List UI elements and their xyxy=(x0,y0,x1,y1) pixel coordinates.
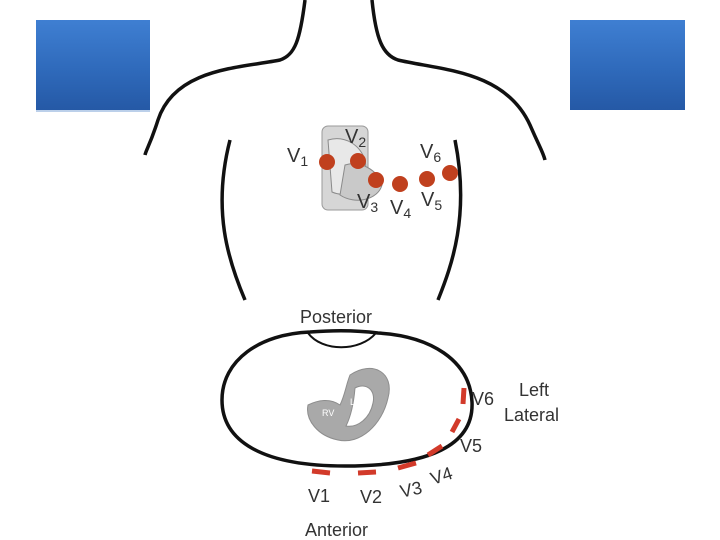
electrode-dash-v3 xyxy=(397,460,417,471)
torso-left-arm-line xyxy=(220,139,247,301)
cross-lead-label-v1: V1 xyxy=(308,486,330,506)
chest-cross-section-outline xyxy=(220,328,474,468)
torso-neck-shoulders-outline xyxy=(143,0,307,156)
cross-lead-label-v2: V2 xyxy=(360,487,382,507)
electrode-dot-v5 xyxy=(419,171,435,187)
electrode-dash-v4 xyxy=(426,443,444,458)
spine-notch xyxy=(307,332,377,349)
cross-lead-label-v3: V3 xyxy=(398,478,424,502)
heart-cross-section xyxy=(307,368,390,442)
cross-lead-label-v4: V4 xyxy=(428,463,455,489)
left-lateral-label-line2: Lateral xyxy=(504,405,559,425)
blue-title-box-left xyxy=(36,20,150,112)
electrode-dot-v2 xyxy=(350,153,366,169)
electrode-dash-v6 xyxy=(460,387,467,405)
electrode-dot-v4 xyxy=(392,176,408,192)
electrode-dash-v2 xyxy=(357,469,377,476)
lv-label: LV xyxy=(350,397,360,407)
electrode-dash-v5 xyxy=(449,417,462,434)
cross-lead-label-v5: V5 xyxy=(460,436,482,456)
cross-lead-label-v6: V6 xyxy=(472,389,494,409)
top-lead-label-v1: V1 xyxy=(287,145,308,169)
top-lead-label-v3: V3 xyxy=(357,191,378,215)
electrode-dot-v1 xyxy=(319,154,335,170)
top-lead-label-v6: V6 xyxy=(420,141,441,165)
left-lateral-label-line1: Left xyxy=(519,380,549,400)
torso-right-arm-line xyxy=(436,139,463,301)
blue-title-box-right xyxy=(570,20,685,110)
top-lead-label-v2: V2 xyxy=(345,126,366,150)
top-lead-label-v4: V4 xyxy=(390,197,411,221)
posterior-label: Posterior xyxy=(300,307,372,327)
anterior-label: Anterior xyxy=(305,520,368,540)
electrode-dash-v1 xyxy=(311,468,331,476)
electrode-dot-v3 xyxy=(368,172,384,188)
electrode-dot-v6 xyxy=(442,165,458,181)
torso-neck-shoulders-outline-right xyxy=(370,0,547,161)
top-lead-label-v5: V5 xyxy=(421,189,442,213)
rv-label: RV xyxy=(322,408,334,418)
